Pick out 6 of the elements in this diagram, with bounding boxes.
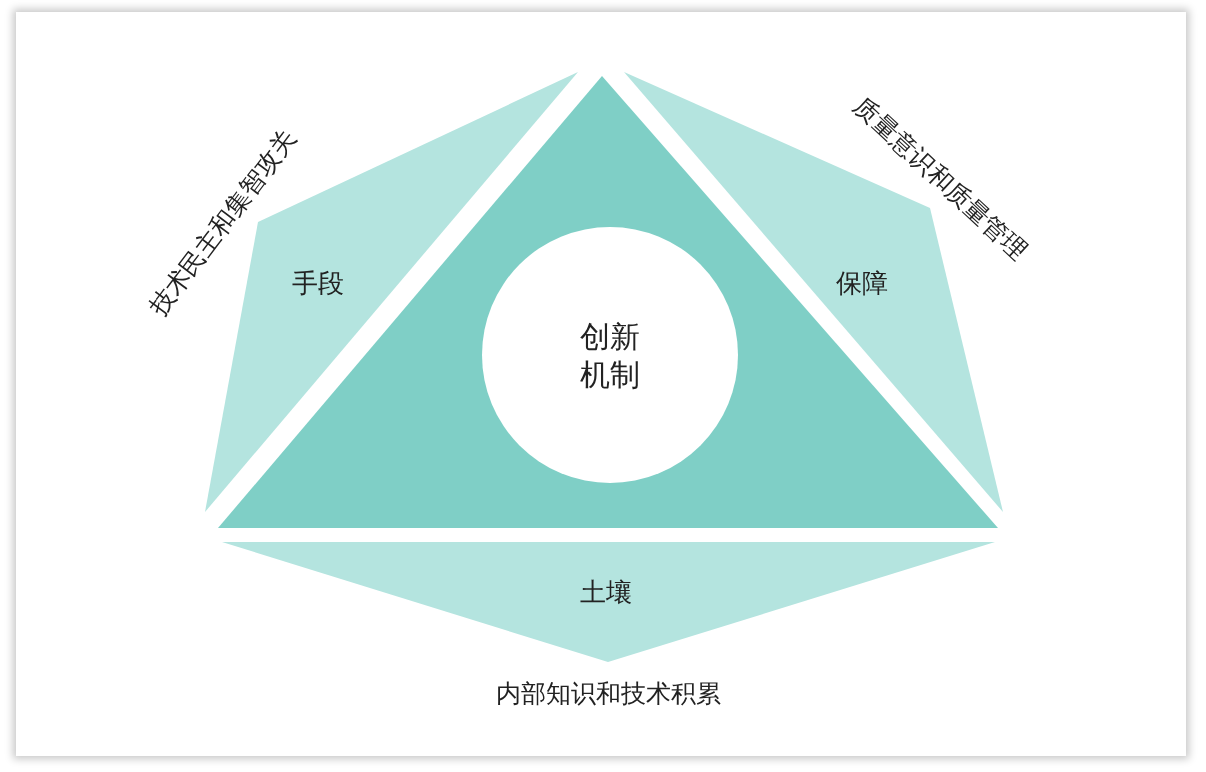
node-label: 手段 — [292, 266, 344, 300]
node-label: 创新机制 — [580, 317, 640, 393]
node-label: 保障 — [836, 266, 888, 300]
side-caption: 质量意识和质量管理 — [849, 92, 1031, 264]
node-label: 土壤 — [580, 575, 632, 609]
side-caption: 内部知识和技术积累 — [495, 680, 721, 706]
